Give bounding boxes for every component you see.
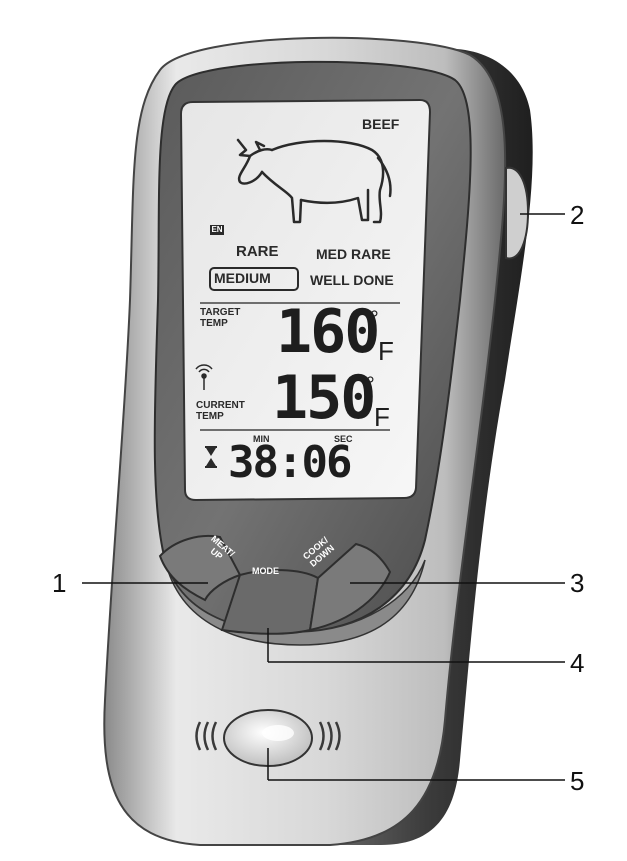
antenna-signal-icon: [195, 364, 213, 390]
timer-value: 38:06: [228, 437, 352, 488]
current-temp-label: CURRENT TEMP: [196, 400, 245, 422]
current-label-line1: CURRENT: [196, 400, 245, 411]
language-badge-bg: [210, 225, 224, 235]
target-temp-value: 160: [276, 297, 380, 367]
hourglass-icon: [205, 446, 217, 468]
callout-5: 5: [570, 766, 585, 796]
target-unit-letter: F: [378, 336, 394, 366]
meat-type-label: BEEF: [362, 116, 400, 132]
side-edge: [320, 48, 533, 846]
callout-lines: [82, 213, 565, 781]
target-label-line1: TARGET: [200, 307, 241, 318]
doneness-med-rare: MED RARE: [316, 246, 391, 262]
target-degree-symbol: °: [370, 306, 379, 331]
cook-down-button[interactable]: [308, 542, 392, 632]
timer-min-label: MIN: [253, 434, 270, 444]
doneness-medium: MEDIUM: [214, 270, 271, 286]
cow-icon: [236, 138, 392, 224]
current-label-line2: TEMP: [196, 411, 224, 422]
mode-label: MODE: [252, 566, 279, 576]
speaker-button-highlight: [262, 725, 294, 741]
callout-4: 4: [570, 648, 585, 678]
speaker-sound-icon: [195, 721, 341, 751]
callout-2: 2: [570, 200, 585, 230]
doneness-rare: RARE: [236, 243, 279, 260]
current-unit-letter: F: [374, 402, 390, 432]
target-label-line2: TEMP: [200, 318, 228, 329]
current-degree-symbol: °: [366, 372, 375, 397]
side-button[interactable]: [505, 166, 530, 260]
selected-doneness-frame: [209, 267, 299, 291]
doneness-well-done: WELL DONE: [310, 272, 394, 288]
callout-3: 3: [570, 568, 585, 598]
current-temp-value: 150: [272, 363, 376, 433]
language-badge: EN: [211, 225, 223, 234]
timer-sec-label: SEC: [334, 434, 353, 444]
target-temp-label: TARGET TEMP: [200, 307, 240, 329]
callout-1: 1: [52, 568, 67, 598]
